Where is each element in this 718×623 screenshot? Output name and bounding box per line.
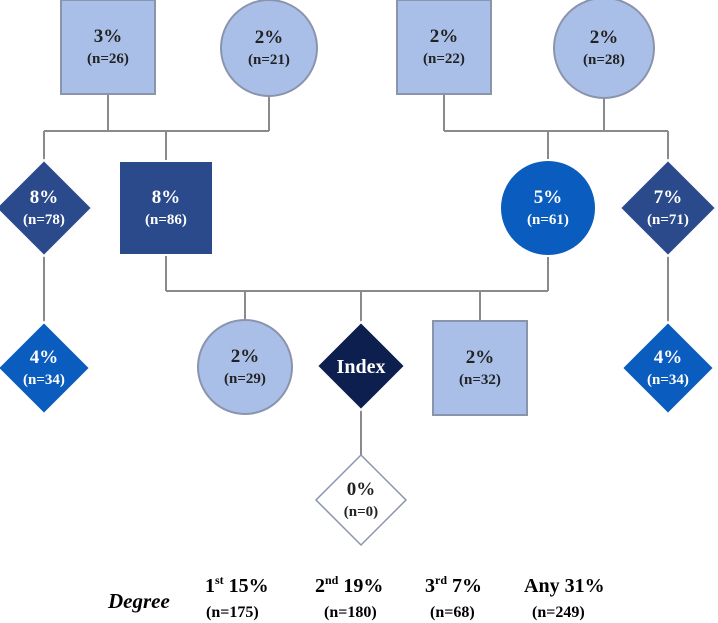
node-shape-circle <box>197 319 293 415</box>
node-shape-circle <box>220 0 318 97</box>
node-shape-circle <box>553 0 655 99</box>
node-label: Index <box>337 356 386 378</box>
legend-degree-3: 3rd 7% <box>425 573 482 597</box>
node-count: (n=34) <box>647 372 689 388</box>
node-child: 0% (n=0) <box>314 453 408 547</box>
legend-degree-3-count: (n=68) <box>430 604 475 621</box>
legend-degree-any-count: (n=249) <box>532 604 585 621</box>
node-cousin-left: 4% (n=34) <box>0 320 92 416</box>
node-count: (n=78) <box>23 212 65 228</box>
legend-degree-1: 1st 15% <box>205 573 269 597</box>
node-percent: 4% <box>654 347 683 368</box>
node-index: Index <box>315 320 407 412</box>
node-count: (n=22) <box>423 51 465 67</box>
legend-degree-2-count: (n=180) <box>324 604 377 621</box>
node-shape-diamond <box>620 320 716 416</box>
node-percent: 2% <box>430 26 459 47</box>
node-uncle-left: 8% (n=78) <box>0 158 94 258</box>
legend-degree-2: 2nd 19% <box>315 573 383 597</box>
node-shape-diamond <box>618 158 718 258</box>
node-percent: 8% <box>152 187 181 208</box>
connector-lines <box>43 94 669 456</box>
node-count: (n=28) <box>583 52 625 68</box>
node-father: 8% (n=86) <box>118 160 214 256</box>
node-percent: 2% <box>466 347 495 368</box>
node-shape-circle <box>499 159 597 257</box>
node-cousin-right: 4% (n=34) <box>620 320 716 416</box>
node-percent: 7% <box>654 187 683 208</box>
node-shape-square <box>60 0 156 95</box>
legend-degree-1-count: (n=175) <box>206 604 259 621</box>
node-gp1: 3% (n=26) <box>60 0 156 95</box>
node-shape-diamond <box>314 453 408 547</box>
node-count: (n=21) <box>248 52 290 68</box>
node-mother: 5% (n=61) <box>499 159 597 257</box>
degree-legend: Degree 1st 15% (n=175) 2nd 19% (n=180) 3… <box>107 573 605 621</box>
node-sister: 2% (n=29) <box>197 319 293 415</box>
node-shape-square <box>118 160 214 256</box>
node-aunt-right: 7% (n=71) <box>618 158 718 258</box>
node-count: (n=71) <box>647 212 689 228</box>
node-gp2: 2% (n=21) <box>220 0 318 97</box>
node-count: (n=61) <box>527 212 569 228</box>
node-shape-diamond <box>315 320 407 412</box>
node-count: (n=0) <box>344 504 378 520</box>
node-count: (n=29) <box>224 371 266 387</box>
node-percent: 4% <box>30 347 59 368</box>
node-percent: 5% <box>534 187 563 208</box>
node-shape-square <box>432 320 528 416</box>
family-members: 3% (n=26) 2% (n=21) 2% (n=22) 2% (n=28) 8% (n=78)… <box>0 0 718 547</box>
node-count: (n=26) <box>87 51 129 67</box>
node-percent: 2% <box>255 27 284 48</box>
node-percent: 2% <box>231 346 260 367</box>
node-shape-square <box>396 0 492 95</box>
legend-title: Degree <box>107 589 170 613</box>
node-count: (n=34) <box>23 372 65 388</box>
node-brother: 2% (n=32) <box>432 320 528 416</box>
node-shape-diamond <box>0 158 94 258</box>
node-shape-diamond <box>0 320 92 416</box>
node-count: (n=32) <box>459 372 501 388</box>
node-count: (n=86) <box>145 212 187 228</box>
node-gp3: 2% (n=22) <box>396 0 492 95</box>
node-percent: 2% <box>590 27 619 48</box>
node-percent: 8% <box>30 187 59 208</box>
node-percent: 0% <box>347 479 376 500</box>
node-percent: 3% <box>94 26 123 47</box>
node-gp4: 2% (n=28) <box>553 0 655 99</box>
